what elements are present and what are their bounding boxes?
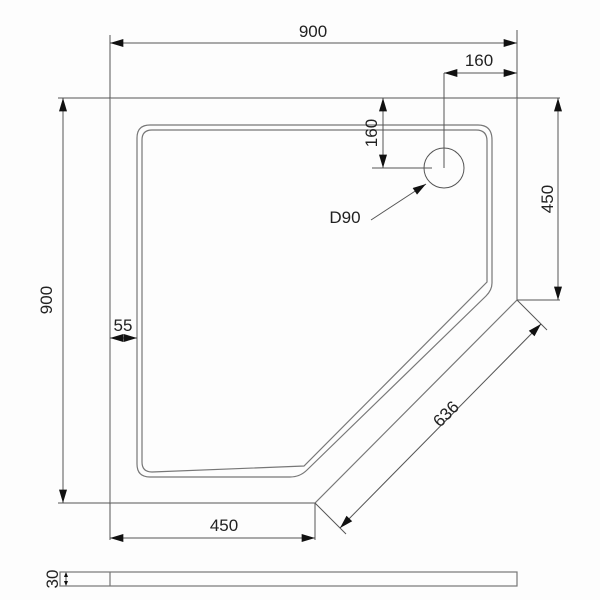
tray-inner-edge xyxy=(141,129,488,473)
dim-drain-diameter: D90 xyxy=(329,208,360,227)
dim-left-height: 900 xyxy=(37,286,56,314)
dim-drain-y: 160 xyxy=(362,119,381,147)
dim-tray-height: 30 xyxy=(43,570,62,589)
dim-drain-x: 160 xyxy=(465,51,493,70)
tray-inner-basin xyxy=(136,124,493,478)
tray-side-profile xyxy=(59,571,518,587)
dim-rim-width: 55 xyxy=(114,316,133,335)
tray-outline xyxy=(109,97,518,504)
dim-top-width: 900 xyxy=(299,22,327,41)
dim-diagonal: 636 xyxy=(429,397,462,430)
dim-bottom-side: 450 xyxy=(210,516,238,535)
dim-right-side: 450 xyxy=(538,185,557,213)
